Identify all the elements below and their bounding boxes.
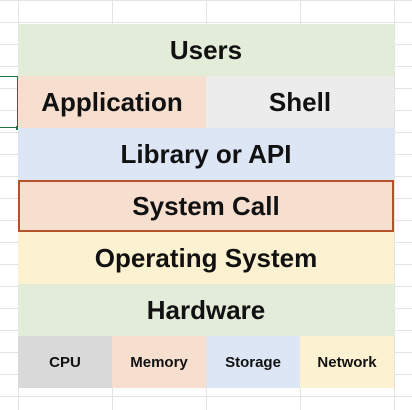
library-api-layer: Library or API [18,128,394,180]
application-layer: Application [18,76,206,128]
system-call-layer: System Call [18,180,394,232]
os-layer-diagram: Users Application Shell Library or API S… [18,24,394,388]
storage-component: Storage [206,336,300,388]
users-layer: Users [18,24,394,76]
memory-component: Memory [112,336,206,388]
cpu-component: CPU [18,336,112,388]
selected-cell[interactable] [0,76,18,128]
shell-layer: Shell [206,76,394,128]
network-component: Network [300,336,394,388]
operating-system-layer: Operating System [18,232,394,284]
hardware-layer: Hardware [18,284,394,336]
